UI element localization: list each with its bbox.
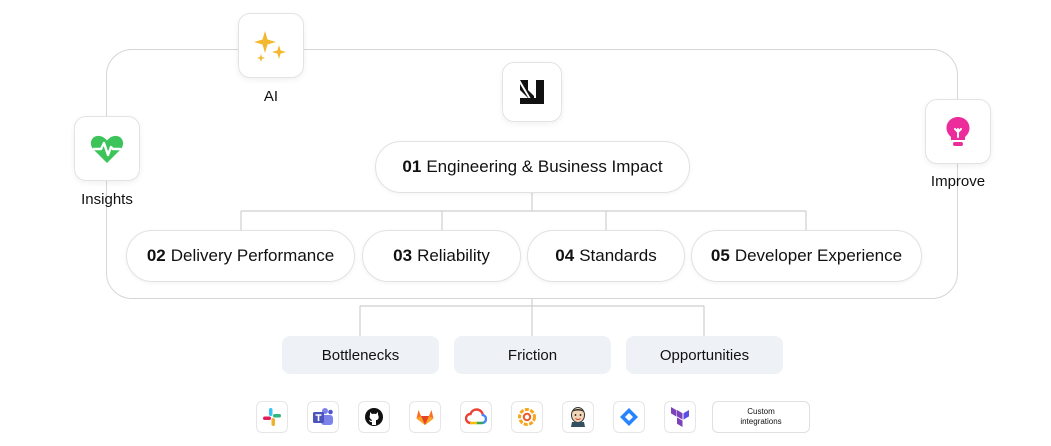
slack-icon: [263, 408, 281, 426]
opportunities-box[interactable]: Opportunities: [626, 336, 783, 374]
custom-integrations-box[interactable]: Custom integrations: [712, 401, 810, 433]
pill-number: 01: [402, 157, 422, 176]
pill-number: 05: [710, 246, 730, 265]
improve-node[interactable]: [925, 99, 991, 164]
google-cloud-integration[interactable]: [460, 401, 492, 433]
jira-integration[interactable]: [613, 401, 645, 433]
google-cloud-icon: [465, 408, 487, 425]
ai-node[interactable]: [238, 13, 304, 78]
slack-integration[interactable]: [256, 401, 288, 433]
pill-label: Reliability: [417, 246, 490, 265]
insights-label: Insights: [81, 191, 133, 208]
github-icon: [365, 408, 383, 426]
pill-number: 02: [146, 246, 166, 265]
brand-logo-icon: [520, 80, 544, 104]
jenkins-integration[interactable]: [562, 401, 594, 433]
jenkins-icon: [571, 407, 585, 427]
pill-label: Developer Experience: [734, 246, 903, 265]
grafana-icon: [518, 408, 536, 426]
pill-label: Standards: [579, 246, 657, 265]
grafana-integration[interactable]: [511, 401, 543, 433]
sparkle-icon: [254, 30, 286, 62]
teams-icon: [313, 408, 333, 425]
pill-label: Delivery Performance: [170, 246, 335, 265]
terraform-integration[interactable]: [664, 401, 696, 433]
bottlenecks-box[interactable]: Bottlenecks: [282, 336, 439, 374]
insights-node[interactable]: [74, 116, 140, 181]
terraform-icon: [671, 407, 689, 427]
lightbulb-icon: [946, 116, 970, 146]
brand-logo-node: [502, 62, 562, 122]
pill-number: 04: [555, 246, 575, 265]
improve-label: Improve: [930, 173, 986, 190]
pill-number: 03: [393, 246, 413, 265]
github-integration[interactable]: [358, 401, 390, 433]
friction-box[interactable]: Friction: [454, 336, 611, 374]
heart-pulse-icon: [90, 135, 124, 163]
teams-integration[interactable]: [307, 401, 339, 433]
gitlab-icon: [416, 410, 434, 425]
gitlab-integration[interactable]: [409, 401, 441, 433]
pill-label: Engineering & Business Impact: [426, 157, 663, 176]
ai-label: AI: [263, 88, 279, 105]
jira-icon: [620, 408, 638, 426]
